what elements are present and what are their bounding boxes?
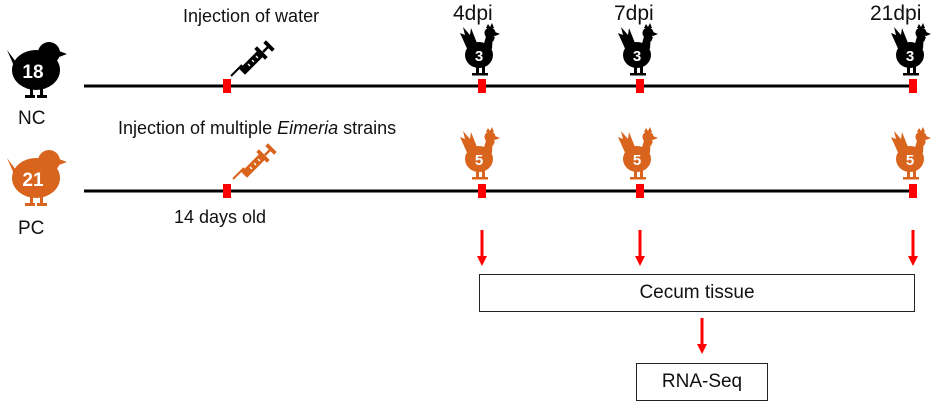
hen-count-pc-0: 5 <box>475 152 483 169</box>
timepoint-label-4dpi: 4dpi <box>453 2 493 25</box>
rna-seq-box: RNA-Seq <box>636 363 768 401</box>
event-marker-nc-0 <box>223 79 231 93</box>
event-marker-nc-2 <box>636 79 644 93</box>
group-label-pc: PC <box>18 218 45 239</box>
timepoint-label-21dpi: 21dpi <box>870 2 922 25</box>
hen-count-nc-1: 3 <box>633 48 641 65</box>
event-marker-pc-2 <box>636 184 644 198</box>
group-count-pc: 21 <box>22 170 44 191</box>
hen-count-nc-0: 3 <box>475 48 483 65</box>
event-marker-nc-1 <box>478 79 486 93</box>
syringe-icon-pc <box>231 142 278 181</box>
event-marker-nc-3 <box>909 79 917 93</box>
pc-injection-prefix: Injection of multiple <box>118 118 278 138</box>
group-count-nc: 18 <box>22 62 43 83</box>
hen-count-pc-2: 5 <box>906 152 914 169</box>
cecum-tissue-box: Cecum tissue <box>479 274 915 312</box>
event-marker-pc-3 <box>909 184 917 198</box>
pc-injection-suffix: strains <box>338 118 397 138</box>
event-marker-pc-0 <box>223 184 231 198</box>
group-label-nc: NC <box>18 108 46 129</box>
age-label: 14 days old <box>174 207 267 227</box>
pc-injection-italic: Eimeria <box>277 118 339 138</box>
hen-count-nc-2: 3 <box>906 48 914 65</box>
syringe-icon-nc <box>229 39 276 78</box>
hen-count-pc-1: 5 <box>633 152 641 169</box>
timepoint-label-7dpi: 7dpi <box>614 2 654 25</box>
pc-injection-label: Injection of multiple Eimeria strains <box>118 118 396 139</box>
nc-injection-label: Injection of water <box>183 6 320 26</box>
event-marker-pc-1 <box>478 184 486 198</box>
